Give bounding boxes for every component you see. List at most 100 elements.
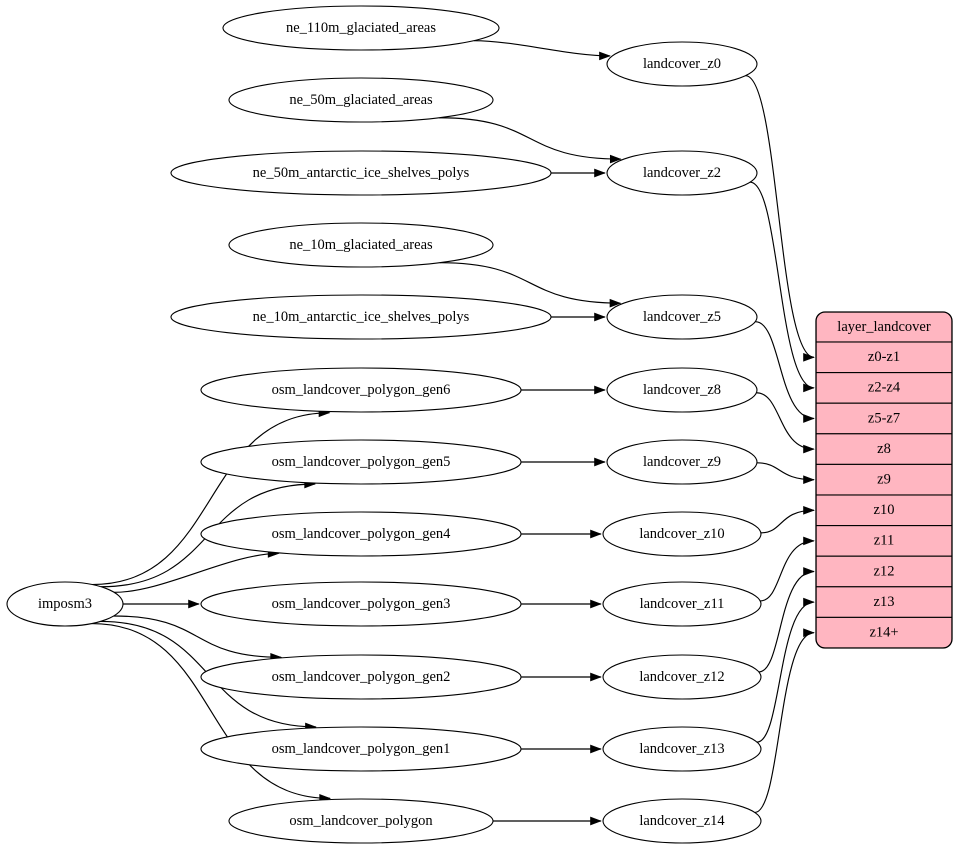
node-shape	[170, 294, 552, 340]
node-landcover_z0[interactable]: landcover_z0	[606, 41, 758, 87]
node-shape	[602, 581, 762, 627]
table-row-cell	[816, 372, 952, 404]
table-outline	[815, 311, 953, 649]
node-label: imposm3	[38, 596, 92, 612]
node-label: landcover_z0	[643, 56, 721, 72]
node-osm_landcover_polygon_gen1[interactable]: osm_landcover_polygon_gen1	[200, 726, 522, 772]
edge-landcover_z5-to-layer_landcover-z5-z7	[755, 321, 815, 420]
node-landcover_z14[interactable]: landcover_z14	[602, 798, 762, 844]
edge-imposm3-to-osm_landcover_polygon_gen4	[114, 552, 279, 593]
node-osm_landcover_polygon_gen4[interactable]: osm_landcover_polygon_gen4	[200, 511, 522, 557]
node-shape	[6, 581, 124, 627]
edge-landcover_z13-to-layer_landcover-z13	[756, 601, 815, 743]
table-row-cell	[816, 616, 952, 648]
table-row-cell	[816, 341, 952, 374]
node-osm_landcover_polygon_gen5[interactable]: osm_landcover_polygon_gen5	[200, 439, 522, 485]
edge-arrowhead	[594, 457, 606, 467]
table-row-cell	[816, 555, 952, 588]
node-label: ne_10m_antarctic_ice_shelves_polys	[253, 309, 470, 325]
nodes-layer: imposm3 ne_110m_glaciated_areas ne_50m_gla…	[6, 5, 762, 844]
node-ne_50m_glaciated_areas[interactable]: ne_50m_glaciated_areas	[228, 77, 494, 123]
node-shape	[606, 439, 758, 485]
node-landcover_z10[interactable]: landcover_z10	[602, 511, 762, 557]
edge-arrowhead	[590, 529, 602, 539]
edge-arrowhead	[803, 567, 815, 576]
node-label: osm_landcover_polygon_gen2	[272, 669, 451, 685]
node-shape	[606, 150, 758, 196]
table-row[interactable]: z14+	[816, 616, 952, 648]
edge-imposm3-to-osm_landcover_polygon_gen2	[113, 615, 282, 658]
node-osm_landcover_polygon_gen2[interactable]: osm_landcover_polygon_gen2	[200, 654, 522, 700]
node-osm_landcover_polygon[interactable]: osm_landcover_polygon	[228, 798, 494, 844]
node-landcover_z8[interactable]: landcover_z8	[606, 367, 758, 413]
table-row[interactable]: z10	[816, 494, 952, 527]
edge-ne_50m_glaciated_areas-to-landcover_z2	[439, 117, 621, 160]
edge-landcover_z12-to-layer_landcover-z12	[758, 570, 815, 673]
table-row-label: z11	[874, 533, 894, 549]
node-shape	[602, 511, 762, 557]
node-shape	[228, 798, 494, 844]
table-row[interactable]: z0-z1	[816, 341, 952, 374]
node-label: landcover_z10	[639, 526, 724, 542]
edge-arrowhead	[803, 628, 815, 638]
edge-arrowhead	[188, 599, 200, 609]
table-row-label: z12	[874, 563, 895, 579]
table-row[interactable]: z13	[816, 586, 952, 618]
edge-arrowhead	[594, 168, 606, 178]
node-label: landcover_z5	[643, 309, 721, 325]
table-row[interactable]: z9	[816, 463, 952, 496]
node-label: ne_110m_glaciated_areas	[286, 20, 436, 36]
node-shape	[602, 726, 762, 772]
table-row-label: z14+	[869, 625, 898, 641]
node-osm_landcover_polygon_gen3[interactable]: osm_landcover_polygon_gen3	[200, 581, 522, 627]
node-label: osm_landcover_polygon_gen4	[272, 526, 452, 542]
node-ne_50m_antarctic_ice_shelves_polys[interactable]: ne_50m_antarctic_ice_shelves_polys	[170, 150, 552, 196]
node-shape	[606, 367, 758, 413]
table-row[interactable]: z2-z4	[816, 372, 952, 404]
edge-arrowhead	[803, 505, 815, 515]
node-label: landcover_z2	[643, 165, 721, 181]
node-shape	[200, 439, 522, 485]
table-row[interactable]: z5-z7	[816, 402, 952, 435]
table-row-label: z5-z7	[868, 410, 900, 426]
node-label: ne_50m_antarctic_ice_shelves_polys	[253, 165, 470, 181]
edge-arrowhead	[803, 536, 815, 546]
table-row-label: z2-z4	[868, 380, 901, 396]
edge-arrowhead	[590, 744, 602, 754]
node-ne_110m_glaciated_areas[interactable]: ne_110m_glaciated_areas	[222, 5, 500, 51]
node-ne_10m_antarctic_ice_shelves_polys[interactable]: ne_10m_antarctic_ice_shelves_polys	[170, 294, 552, 340]
node-landcover_z13[interactable]: landcover_z13	[602, 726, 762, 772]
edge-imposm3-to-osm_landcover_polygon	[91, 622, 331, 799]
edge-arrowhead	[803, 383, 815, 393]
node-ne_10m_glaciated_areas[interactable]: ne_10m_glaciated_areas	[228, 222, 494, 268]
node-shape	[602, 798, 762, 844]
edge-arrowhead	[803, 414, 815, 423]
node-label: landcover_z8	[643, 382, 721, 398]
edge-arrowhead	[599, 51, 611, 61]
edge-landcover_z0-to-layer_landcover-z0-z1	[745, 75, 815, 358]
table-header-label: layer_landcover	[837, 319, 931, 335]
node-label: osm_landcover_polygon_gen1	[272, 741, 451, 757]
table-row[interactable]: z8	[816, 433, 952, 465]
edge-ne_10m_glaciated_areas-to-landcover_z5	[439, 262, 621, 304]
node-landcover_z11[interactable]: landcover_z11	[602, 581, 762, 627]
node-label: osm_landcover_polygon_gen5	[272, 454, 451, 470]
node-label: osm_landcover_polygon_gen3	[272, 596, 451, 612]
node-osm_landcover_polygon_gen6[interactable]: osm_landcover_polygon_gen6	[200, 367, 522, 413]
node-shape	[228, 222, 494, 268]
node-landcover_z5[interactable]: landcover_z5	[606, 294, 758, 340]
node-label: ne_10m_glaciated_areas	[289, 237, 433, 253]
node-shape	[200, 726, 522, 772]
node-imposm3[interactable]: imposm3	[6, 581, 124, 627]
edge-arrowhead	[590, 672, 602, 682]
table-row[interactable]: z11	[816, 525, 952, 557]
node-landcover_z12[interactable]: landcover_z12	[602, 654, 762, 700]
node-landcover_z9[interactable]: landcover_z9	[606, 439, 758, 485]
node-label: landcover_z14	[639, 813, 725, 829]
node-label: landcover_z12	[639, 669, 724, 685]
node-landcover_z2[interactable]: landcover_z2	[606, 150, 758, 196]
node-label: osm_landcover_polygon	[289, 813, 433, 829]
table-row[interactable]: z12	[816, 555, 952, 588]
